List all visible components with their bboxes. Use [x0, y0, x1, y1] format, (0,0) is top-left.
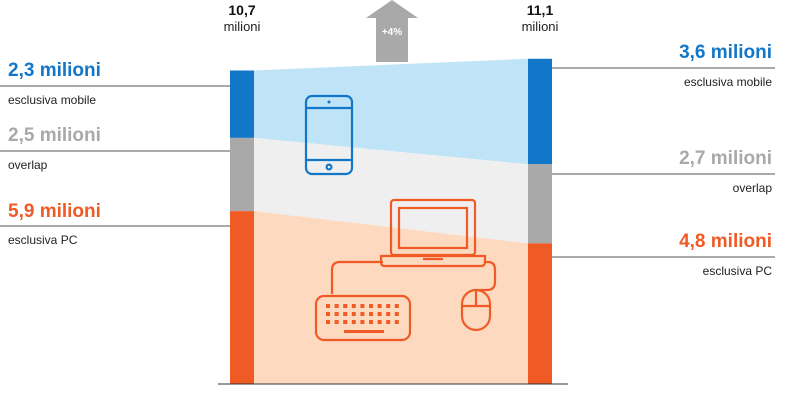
right-overlap-sublabel: overlap: [732, 181, 772, 195]
growth-arrow: [366, 0, 418, 62]
right-total-unit: milioni: [521, 19, 559, 34]
bar-right-pc: [528, 243, 552, 384]
keyboard-key: [334, 304, 339, 308]
right-pc-value: 4,8 milioni: [679, 231, 772, 252]
keyboard-key: [377, 320, 382, 324]
keyboard-key: [360, 320, 365, 324]
laptop-icon: [379, 198, 487, 268]
bar-left-mobile: [230, 70, 254, 138]
keyboard-key: [377, 304, 382, 308]
right-overlap-value: 2,7 milioni: [679, 148, 772, 169]
left-overlap-value: 2,5 milioni: [8, 125, 101, 146]
left-total-unit: milioni: [223, 19, 261, 34]
keyboard-key: [369, 320, 373, 324]
keyboard-key: [351, 304, 356, 308]
keyboard-key: [386, 304, 391, 308]
keyboard-key: [334, 312, 339, 316]
right-total-value: 11,1: [526, 2, 554, 18]
keyboard-key: [394, 320, 399, 324]
mouse-icon: [460, 288, 492, 332]
keyboard-key: [326, 320, 330, 324]
keyboard-key: [369, 312, 373, 316]
keyboard-key: [360, 312, 365, 316]
keyboard-key: [326, 304, 330, 308]
keyboard-key: [334, 320, 339, 324]
left-mobile-sublabel: esclusiva mobile: [8, 93, 97, 107]
left-overlap-sublabel: overlap: [8, 158, 48, 172]
bar-right-overlap: [528, 164, 552, 244]
right-pc-sublabel: esclusiva PC: [702, 264, 772, 278]
keyboard-key: [386, 320, 391, 324]
keyboard-key: [386, 312, 391, 316]
smartphone-icon: [304, 94, 354, 176]
keyboard-key: [351, 320, 356, 324]
keyboard-key: [377, 312, 382, 316]
left-total-value: 10,7: [228, 2, 256, 18]
keyboard-key: [394, 304, 399, 308]
leader-lines: [0, 67, 775, 258]
growth-label: +4%: [381, 27, 403, 38]
band-overlap: [254, 137, 528, 244]
right-mobile-sublabel: esclusiva mobile: [683, 75, 772, 89]
left-pc-value: 5,9 milioni: [8, 201, 101, 222]
bars: [230, 58, 552, 384]
bar-left-overlap: [230, 137, 254, 212]
bar-right-mobile: [528, 58, 552, 165]
keyboard-key: [351, 312, 356, 316]
cables: [330, 260, 497, 294]
left-mobile-value: 2,3 milioni: [8, 60, 101, 81]
keyboard-key: [343, 304, 348, 308]
bar-left-pc: [230, 211, 254, 384]
keyboard-key: [360, 304, 365, 308]
right-mobile-value: 3,6 milioni: [679, 42, 772, 63]
left-pc-sublabel: esclusiva PC: [8, 233, 78, 247]
keyboard-key: [326, 312, 330, 316]
keyboard-key: [343, 312, 348, 316]
band-mobile: [254, 58, 528, 165]
keyboard-key: [394, 312, 399, 316]
keyboard-key: [369, 304, 373, 308]
keyboard-icon: [314, 294, 412, 342]
keyboard-key: [343, 320, 348, 324]
